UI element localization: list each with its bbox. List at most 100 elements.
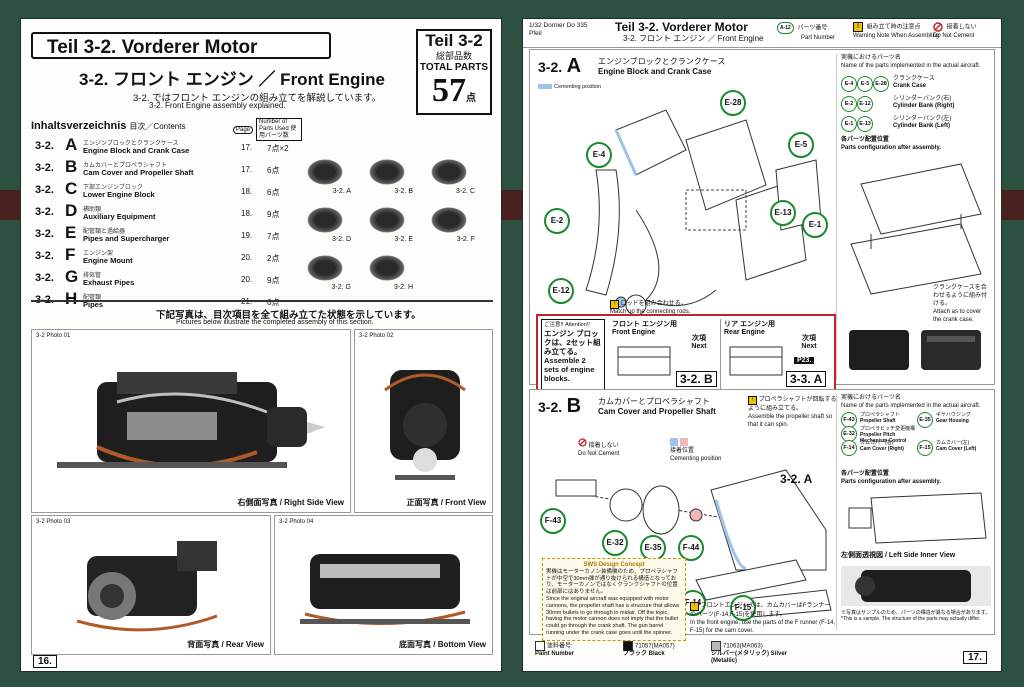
thumbnail-label: 3-2. H [393, 284, 413, 291]
attention-label: ご注意!! Attention!! [544, 322, 590, 328]
toc-jp: 配管類 [83, 295, 102, 301]
config-en: Parts configuration after assembly. [841, 479, 941, 485]
attention-note: ご注意!! Attention!! エンジン ブロックは、2セット組み立てる。 … [541, 319, 605, 393]
part-number-label: F-43 [540, 508, 566, 534]
paint-name: Paint Number [535, 651, 575, 657]
cement-jp: 接着位置 [670, 447, 695, 454]
intro-jp: 3-2. ではフロント エンジンの組み立てを解説しています。 [133, 93, 382, 104]
part-number-label: E-12 [857, 96, 873, 112]
concept-en: Since the original aircraft was equipped… [546, 595, 680, 636]
toc-key: 3-2. [35, 272, 54, 284]
part-name-jp: カムカバー(左) [936, 440, 970, 446]
toc-count: 6点 [267, 298, 280, 307]
sidebar-title-jp: 実機におけるパーツ名 [841, 395, 901, 401]
step-a-panel: 3-2. A エンジンブロックとクランクケース Engine Block and… [529, 49, 995, 400]
attention-en: Assemble 2 sets of engine blocks. [544, 356, 595, 383]
crank-note: クランクケースを合わせるように組み付ける。Attach as to cover … [933, 284, 989, 324]
step-b-diagram [555, 469, 832, 619]
thumbnail-label: 3-2. B [394, 188, 413, 195]
parts-unit: 点 [466, 93, 476, 104]
part-name-en: Propeller Shaft [860, 418, 896, 424]
paint-swatch [711, 641, 721, 651]
engine-right-side-image [57, 372, 325, 468]
sample-note-jp: ※写真はサンプルのため、パーツの構造が異なる場合があります。 [841, 610, 991, 616]
legend-en: Do Not Cement [933, 33, 975, 39]
photo-label: 3-2 Photo 01 [36, 333, 71, 339]
photo-caption: 正面写真 / Front View [406, 498, 486, 507]
photo-label: 3-2 Photo 03 [36, 519, 71, 525]
photo-caption: 背面写真 / Rear View [187, 640, 264, 649]
cement-label: Cementing position [554, 84, 602, 90]
toc-letter: C [65, 179, 78, 198]
front-engine-block-icon [617, 346, 671, 376]
thumbnail-image [431, 159, 467, 185]
step-b-title: 3-2. B [538, 395, 581, 418]
toc-jp: 補助類 [83, 207, 102, 213]
paint-name: ブラック Black [623, 651, 665, 657]
page-subtitle: 3-2. フロント エンジン ／ Front Engine [623, 34, 764, 43]
paint-item: 塗料番号:Paint Number [535, 641, 621, 658]
part-number-label: F-14 [841, 440, 857, 456]
warning-icon: ! [748, 396, 757, 405]
step-a-en: Engine Block and Crank Case [598, 67, 712, 76]
total-parts-box: Teil 3-2 総部品数 TOTAL PARTS 57点 [416, 29, 492, 115]
thumbnail: 3-2. A [301, 159, 351, 195]
toc-letter: D [65, 201, 78, 220]
rear-page-ref[interactable]: P23. [794, 357, 815, 364]
part-number-label: E-2 [841, 96, 857, 112]
config-en: Parts configuration after assembly. [841, 145, 941, 151]
toc-en: Exhaust Pipes [83, 278, 135, 287]
thumbnail: 3-2. E [363, 207, 413, 243]
toc-count: 9点 [267, 276, 280, 285]
part-number-label: E-4 [841, 76, 857, 92]
step-number: 3-2. [538, 59, 563, 75]
config-diagram [848, 492, 987, 544]
part-name-jp: プロペラシャフト [860, 412, 900, 418]
rod-note: ! ロッドを組み合わせる。Match up the connecting rod… [610, 300, 690, 316]
part-name-en: Cylinder Bank (Right) [893, 103, 955, 109]
photo-bottom: 3-2 Photo 04 底面写真 / Bottom View [274, 515, 493, 655]
thumbnail-label: 3-2. D [331, 236, 351, 243]
front-next-step[interactable]: 3-2. B [676, 371, 717, 387]
legend-jp: 接着しない [946, 24, 977, 31]
warning-icon: ! [690, 602, 699, 611]
sample-note-en: *This is a sample. The structure of the … [841, 616, 981, 622]
cement-swatch-blue [670, 438, 678, 446]
part-number-label: E-35 [917, 412, 933, 428]
step-letter: B [566, 395, 582, 417]
spin-warning-en: Assemble the propeller shaft so that it … [748, 414, 833, 428]
toc-legend-parts: Number of Parts Used 使用パーツ数 [256, 118, 303, 141]
thumbnail-label: 3-2. E [394, 236, 413, 243]
thumbnail-image [431, 207, 467, 233]
toc-count: 7点 [267, 232, 280, 241]
parts-box-label: TOTAL PARTS [419, 62, 489, 73]
page-header: 1/32 Dornier Do 335 Pfeil Teil 3-2. Vord… [523, 19, 1001, 48]
toc-en: Pipes [83, 300, 104, 309]
rear-next-step[interactable]: 3-3. A [786, 371, 827, 387]
cam-cover-warning: ! フロントエンジンでは、カムカバーはFランナーのパーツ(F-14,F-15)を… [690, 602, 836, 635]
toc-legend: PageNumber of Parts Used 使用パーツ数 [233, 118, 303, 141]
thumbnail: 3-2. G [301, 255, 351, 291]
thumbnail-label: 3-2. A [332, 188, 351, 195]
photo-caption: 右側面写真 / Right Side View [237, 498, 344, 507]
toc-key: 3-2. [35, 228, 54, 240]
right-page: 1/32 Dornier Do 335 Pfeil Teil 3-2. Vord… [522, 18, 1002, 672]
sidebar-part-name: カムカバー(右)Cam Cover (Right) [860, 440, 904, 452]
part-name-en: Cam Cover (Right) [860, 446, 904, 452]
toc-title: Inhaltsverzeichnis [31, 120, 127, 132]
thumbnail-image [369, 207, 405, 233]
